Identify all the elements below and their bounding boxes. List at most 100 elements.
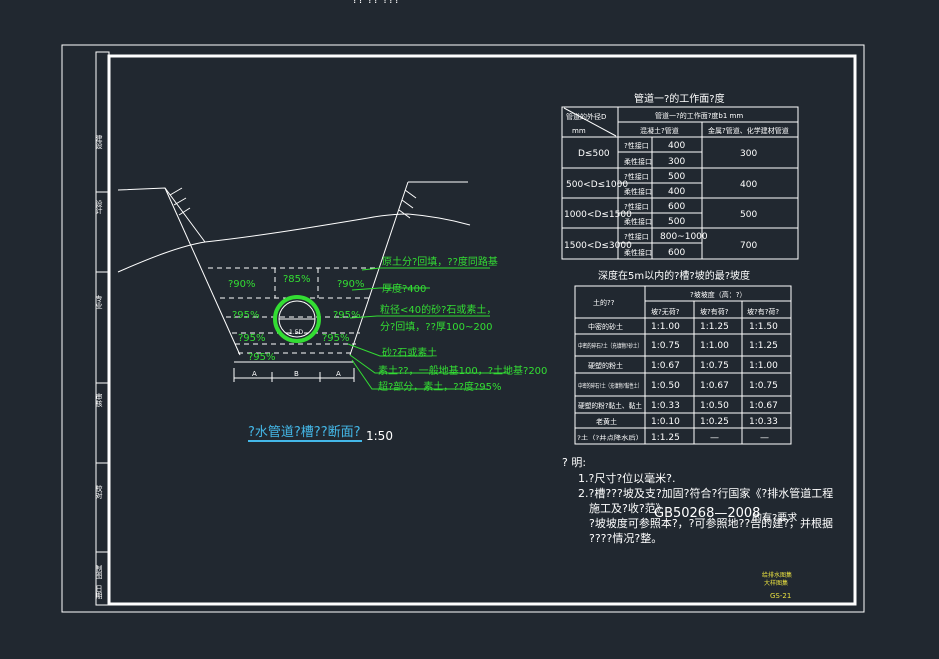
t1-header-unit: mm <box>572 127 586 135</box>
table1-rows: D≤500 ?性接口 400 柔性接口 300 300 500<D≤1000 ?… <box>564 141 757 258</box>
stamp-code: GS-21 <box>770 592 791 600</box>
side-label: 日期 <box>95 585 103 600</box>
t2-val: 1:1.25 <box>700 322 729 332</box>
section-note: 粒径<40的砂?石或素土， <box>380 303 496 316</box>
t2-span: ?坡坡度（高：?） <box>690 290 746 299</box>
t1-header-sub1: 混凝土?管道 <box>640 126 679 135</box>
section-title: ?水管道?槽??断面? <box>248 425 361 440</box>
table1-title: 管道一?的工作面?度 <box>634 92 725 105</box>
t2-soil: 中密的砂土 <box>588 322 623 331</box>
t2-val: — <box>760 433 769 443</box>
t2-val: 1:0.50 <box>651 381 680 391</box>
t1-type: ?性接口 <box>624 172 649 181</box>
t2-val: 1:1.00 <box>749 361 778 371</box>
t1-type: 柔性接口 <box>624 187 652 196</box>
t1-value: 400 <box>668 187 685 197</box>
note-line: 施工及?收?范》 <box>589 501 667 515</box>
compaction-label: ?90% <box>337 279 365 290</box>
t2-val: 1:0.75 <box>651 341 680 351</box>
t1-value: 400 <box>668 141 685 151</box>
section-notes: 原土分?回填，??度同路基 厚度?400 粒径<40的砂?石或素土， 分?回填，… <box>378 255 547 393</box>
table1-text: 管道的外径D mm 管道一?的工作面?度b1 mm 混凝土?管道 金属?管道、化… <box>566 111 789 135</box>
section-note: 超?部分，素土，??度?95% <box>378 380 501 393</box>
t2-val: 1:0.67 <box>700 381 729 391</box>
compaction-label: ?95% <box>333 310 361 321</box>
dimension-labels: A B A <box>252 370 341 378</box>
t2-soil: 中密的碎石?土（充填物?黏性土） <box>578 382 642 390</box>
section-note: 砂?石或素土 <box>382 346 437 359</box>
section-scale: 1:50 <box>366 429 393 443</box>
side-label: 制图 <box>95 564 103 580</box>
title-stamp: 给排水图集 大样图集 GS-21 <box>762 571 792 600</box>
note-line: GB50268—2008 <box>654 506 760 521</box>
t2-val: 1:1.25 <box>651 433 680 443</box>
trench-section <box>117 181 471 363</box>
stamp-line: 给排水图集 <box>762 571 792 579</box>
t2-soil: 硬塑的粉土 <box>588 361 623 370</box>
t2-val: — <box>710 433 719 443</box>
t1-metal: 400 <box>740 180 757 190</box>
t2-val: 1:0.75 <box>700 361 729 371</box>
t1-type: ?性接口 <box>624 141 649 150</box>
t1-header-left: 管道的外径D <box>566 112 606 121</box>
compaction-label: ?95% <box>232 310 260 321</box>
compaction-label: ?95% <box>322 333 350 344</box>
notes-heading: ? 明: <box>562 456 586 469</box>
dim-label: B <box>294 370 299 378</box>
t1-value: 300 <box>668 157 685 167</box>
pipe-outer <box>273 295 321 343</box>
t1-range: 1000<D≤1500 <box>564 210 632 220</box>
t1-range: 1500<D≤3000 <box>564 241 632 251</box>
leader-lines <box>347 267 510 390</box>
notes-block: ? 明: 1.?尺寸?位以毫米?. 2.?槽???坡及支?加固?符合?行国家《?… <box>562 456 833 545</box>
compaction-label: ?95% <box>238 333 266 344</box>
t1-range: D≤500 <box>578 149 610 159</box>
table1-grid <box>561 106 799 260</box>
t2-val: 1:1.00 <box>700 341 729 351</box>
t1-metal: 700 <box>740 241 757 251</box>
t1-value: 500 <box>668 172 685 182</box>
t2-sub: 坡?有荷? <box>700 307 729 316</box>
t1-value: 600 <box>668 248 685 258</box>
t1-type: ?性接口 <box>624 202 649 211</box>
compaction-label: ?85% <box>283 274 311 285</box>
t2-sub: 坡?无荷? <box>651 307 680 316</box>
t2-val: 1:0.67 <box>651 361 680 371</box>
note-line: 2.?槽???坡及支?加固?符合?行国家《?排水管道工程 <box>578 486 833 500</box>
compaction-label: ?95% <box>248 352 276 363</box>
t1-header-span: 管道一?的工作面?度b1 mm <box>655 111 743 120</box>
side-label: 校对 <box>95 484 103 499</box>
note-line: 1.?尺寸?位以毫米?. <box>578 471 676 485</box>
t2-val: 1:0.50 <box>700 401 729 411</box>
compaction-labels: ?90% ?85% ?90% ?95% ?95% ?95% ?95% ?95% <box>228 274 365 363</box>
note-overlap: 的有?要求 <box>752 511 797 524</box>
t2-val: 1:0.75 <box>749 381 778 391</box>
side-label: 设计 <box>95 199 103 215</box>
t2-sub: 坡?有?荷? <box>747 307 779 316</box>
t1-metal: 500 <box>740 210 757 220</box>
compaction-label: ?90% <box>228 279 256 290</box>
note-line: ????情况?整。 <box>589 531 662 545</box>
t2-col1: 土的?? <box>593 298 615 307</box>
t1-type: 柔性接口 <box>624 217 652 226</box>
section-note: 原土分?回填，??度同路基 <box>382 255 498 268</box>
t2-val: 1:0.67 <box>749 401 778 411</box>
t2-soil: ?土（?井点降水后） <box>577 434 643 442</box>
side-label: 审核 <box>95 392 103 408</box>
t1-header-sub2: 金属?管道、化学建材管道 <box>708 126 789 135</box>
t2-val: 1:1.00 <box>651 322 680 332</box>
table2-rows: 中密的砂土 1:1.00 1:1.25 1:1.50 中密的碎石?土（充填物?砂… <box>577 322 778 443</box>
cut-top-text: ?? ?? ??? <box>352 0 400 6</box>
table2-title: 深度在5m以内的?槽?坡的最?坡度 <box>598 269 750 282</box>
side-label: 建设 <box>95 134 103 150</box>
dim-label: A <box>252 370 257 378</box>
stamp-line: 大样图集 <box>764 579 788 587</box>
table2-grid <box>574 285 792 445</box>
t2-soil: 老黄土 <box>596 417 617 426</box>
t1-type: 柔性接口 <box>624 248 652 257</box>
t1-metal: 300 <box>740 149 757 159</box>
t1-value: 800~1000 <box>660 232 708 242</box>
section-note: 素土??，一般地基100，?土地基?200 <box>378 364 547 377</box>
t2-val: 1:1.25 <box>749 341 778 351</box>
